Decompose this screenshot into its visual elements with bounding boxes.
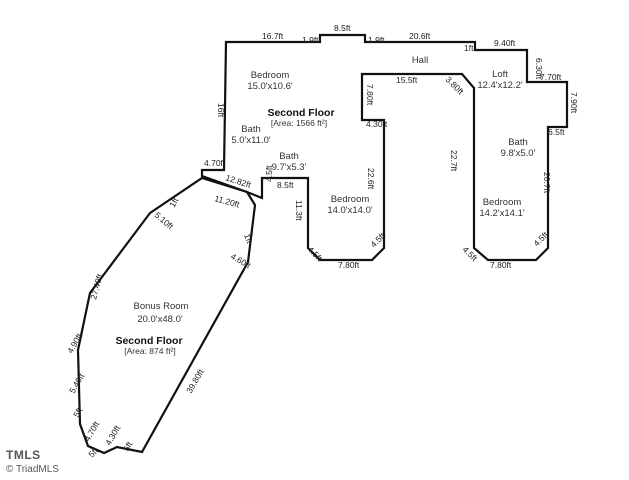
dim-label: 20.6ft <box>409 31 431 41</box>
room-name: Bath <box>279 151 299 162</box>
dim-label: 9.40ft <box>494 38 516 48</box>
bonus-room-outline <box>76 176 257 455</box>
dim-label: 1ft <box>242 232 255 245</box>
dim-label: 4.5ft <box>264 165 274 182</box>
dim-label: 1ft <box>464 43 474 53</box>
dim-label: 7.80ft <box>490 260 512 270</box>
dim-label: 12.82ft <box>224 172 252 190</box>
dim-label: 27.40ft <box>88 272 105 300</box>
room-name: Bath <box>241 124 261 135</box>
dim-label: 11.3ft <box>294 200 304 221</box>
dim-label: 8.5ft <box>277 180 294 190</box>
room-size: 12.4'x12.2' <box>477 80 523 91</box>
room-size: 9.7'x5.3' <box>272 162 307 173</box>
dim-label: 7.90ft <box>569 92 579 114</box>
dim-label: 16.7ft <box>262 31 284 41</box>
dim-label: 11.20ft <box>213 193 241 209</box>
room-name: Bedroom <box>483 197 522 208</box>
room-size: 15.0'x10.6' <box>247 81 293 92</box>
dim-label: 7.80ft <box>338 260 360 270</box>
room-size: 14.2'x14.1' <box>479 208 525 219</box>
dim-label: 1.9ft <box>368 35 385 45</box>
brand-copyright: © TriadMLS <box>6 464 59 475</box>
lower-floor-area: [Area: 874 ft²] <box>124 346 176 356</box>
upper-floor-area: [Area: 1566 ft²] <box>271 118 327 128</box>
lower-floor-title: Second Floor <box>115 335 182 347</box>
upper-floor-title: Second Floor <box>267 107 334 119</box>
dim-label: 8.5ft <box>334 23 351 33</box>
room-name: Bedroom <box>331 194 370 205</box>
dim-label: 4.70ft <box>82 419 102 443</box>
dim-label: 22.7ft <box>449 150 459 172</box>
room-name: Loft <box>492 69 508 80</box>
dim-label: 4.30ft <box>366 119 388 129</box>
dim-label: 5.40ft <box>67 371 87 395</box>
room-size: 14.0'x14.0' <box>327 205 373 216</box>
dim-label: 6.5ft <box>548 127 565 137</box>
dim-label: 4.5ft <box>461 244 480 263</box>
dim-label: 20.7ft <box>542 172 552 194</box>
room-name: Hall <box>412 55 428 66</box>
dim-label: 5.10ft <box>153 210 176 232</box>
dim-label: 7.70ft <box>540 72 562 82</box>
room-name: Bonus Room <box>134 301 189 312</box>
upper-floor-outline <box>200 33 569 262</box>
room-name: Bedroom <box>251 70 290 81</box>
brand-logo: TMLS <box>6 448 41 462</box>
dim-label: 1.9ft <box>302 35 319 45</box>
dim-label: 22.6ft <box>366 168 376 190</box>
dim-label: 15.5ft <box>396 75 418 85</box>
dim-label: 4.30ft <box>103 423 123 447</box>
room-size: 5.0'x11.0' <box>231 135 271 146</box>
dim-label: 6.30ft <box>534 58 544 80</box>
dim-label: 7.80ft <box>365 84 375 106</box>
dim-label: 5ft <box>71 405 85 419</box>
room-name: Bath <box>508 137 528 148</box>
dim-label: 4.70ft <box>204 158 226 168</box>
dim-label: 3.80ft <box>444 74 467 97</box>
dim-label: 16ft <box>216 103 226 118</box>
room-size: 20.0'x48.0' <box>137 314 183 325</box>
dim-label: 1ft <box>167 195 181 209</box>
room-size: 9.8'x5.0' <box>501 148 536 159</box>
